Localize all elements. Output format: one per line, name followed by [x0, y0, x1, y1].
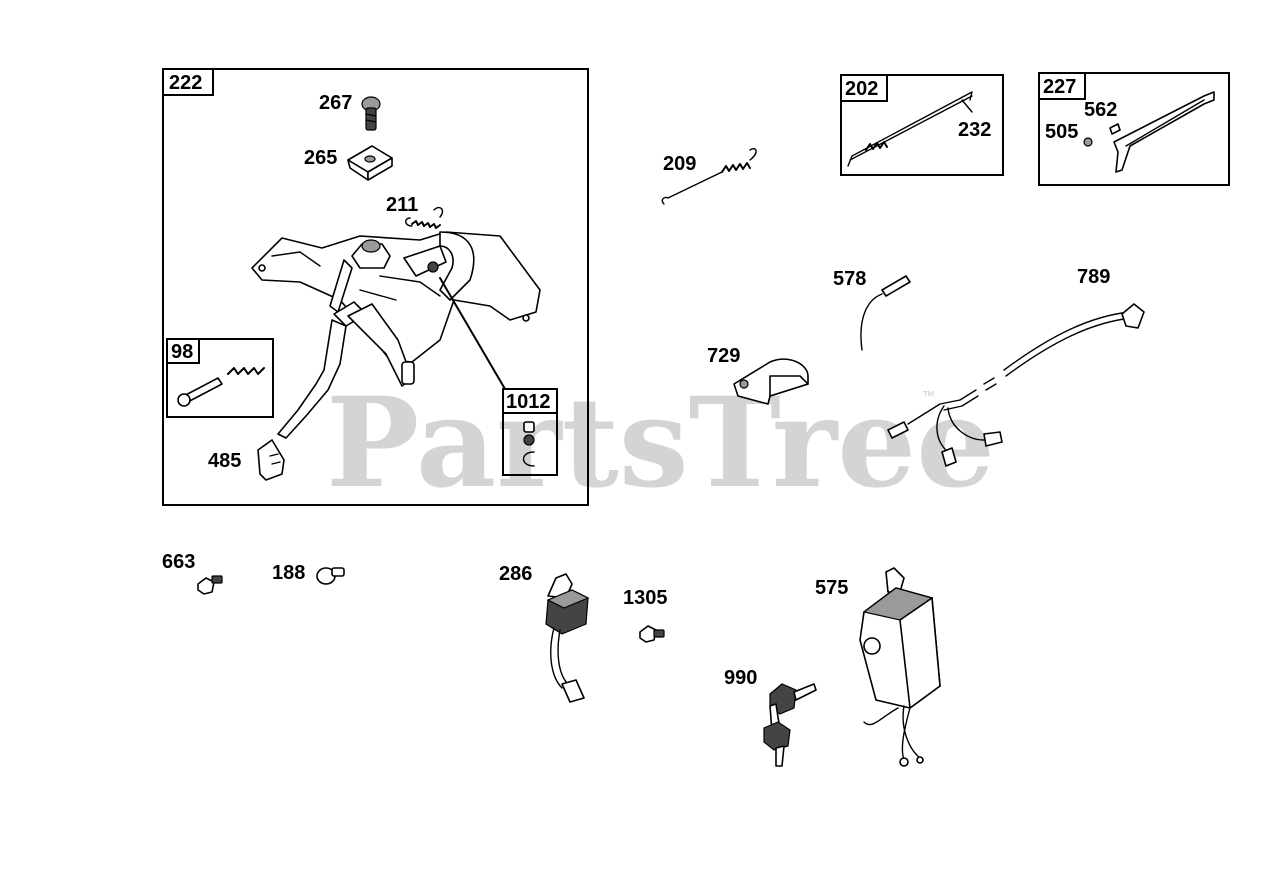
- part-1305-bolt[interactable]: 1305: [623, 587, 668, 643]
- callout-663[interactable]: 663: [162, 551, 195, 573]
- group-98[interactable]: 98: [166, 338, 274, 418]
- callout-789[interactable]: 789: [1077, 266, 1110, 288]
- callout-265[interactable]: 265: [304, 147, 337, 169]
- group-222[interactable]: 222: [162, 68, 589, 506]
- group-222-frame: [162, 68, 589, 506]
- group-227-frame: [1038, 72, 1230, 186]
- group-1012[interactable]: 1012: [439, 277, 558, 476]
- callout-505[interactable]: 505: [1045, 121, 1078, 143]
- group-222-tag: [162, 68, 214, 96]
- part-188-bolt[interactable]: 188: [272, 562, 345, 585]
- group-202-tag: [840, 74, 888, 102]
- callout-98[interactable]: 98: [171, 341, 193, 363]
- part-control-bracket[interactable]: [251, 231, 541, 439]
- callout-578[interactable]: 578: [833, 268, 866, 290]
- part-575-control-box[interactable]: 575: [815, 567, 941, 767]
- callout-209[interactable]: 209: [663, 153, 696, 175]
- callout-729[interactable]: 729: [707, 345, 740, 367]
- part-485-knob[interactable]: 485: [208, 439, 285, 481]
- callout-1305[interactable]: 1305: [623, 587, 668, 609]
- part-578-wire[interactable]: 578: [833, 268, 911, 351]
- part-729-clamp[interactable]: 729: [707, 345, 809, 405]
- callout-232[interactable]: 232: [958, 119, 991, 141]
- callout-575[interactable]: 575: [815, 577, 848, 599]
- group-98-frame: [166, 338, 274, 418]
- group-202[interactable]: 202 232: [840, 74, 1004, 176]
- callout-990[interactable]: 990: [724, 667, 757, 689]
- callout-485[interactable]: 485: [208, 450, 241, 472]
- part-211-spring[interactable]: 211: [386, 194, 444, 229]
- group-227-tag: [1038, 72, 1086, 100]
- group-1012-tag: [502, 388, 558, 414]
- part-267-screw[interactable]: 267: [319, 92, 381, 131]
- watermark-trademark: ™: [922, 388, 935, 403]
- watermark: PartsTree ™: [326, 371, 995, 516]
- callout-267[interactable]: 267: [319, 92, 352, 114]
- group-98-tag: [166, 338, 200, 364]
- callout-211[interactable]: 211: [386, 194, 418, 216]
- part-209-spring[interactable]: 209: [661, 148, 757, 205]
- callout-562[interactable]: 562: [1084, 99, 1117, 121]
- group-202-frame: [840, 74, 1004, 176]
- callout-227[interactable]: 227: [1043, 76, 1076, 98]
- watermark-text: PartsTree: [326, 371, 995, 516]
- part-789-harness[interactable]: 789: [887, 266, 1145, 467]
- part-990-keys[interactable]: 990: [724, 667, 817, 767]
- part-265-clip[interactable]: 265: [304, 145, 393, 181]
- part-663-bolt[interactable]: 663: [162, 551, 223, 595]
- callout-222[interactable]: 222: [169, 72, 202, 94]
- callout-202[interactable]: 202: [845, 78, 878, 100]
- callout-188[interactable]: 188: [272, 562, 305, 584]
- group-227[interactable]: 227 562 505: [1038, 72, 1230, 186]
- leader-1012: [439, 277, 506, 390]
- callout-286[interactable]: 286: [499, 563, 532, 585]
- callout-1012[interactable]: 1012: [506, 391, 551, 413]
- part-286-coil[interactable]: 286: [499, 563, 590, 703]
